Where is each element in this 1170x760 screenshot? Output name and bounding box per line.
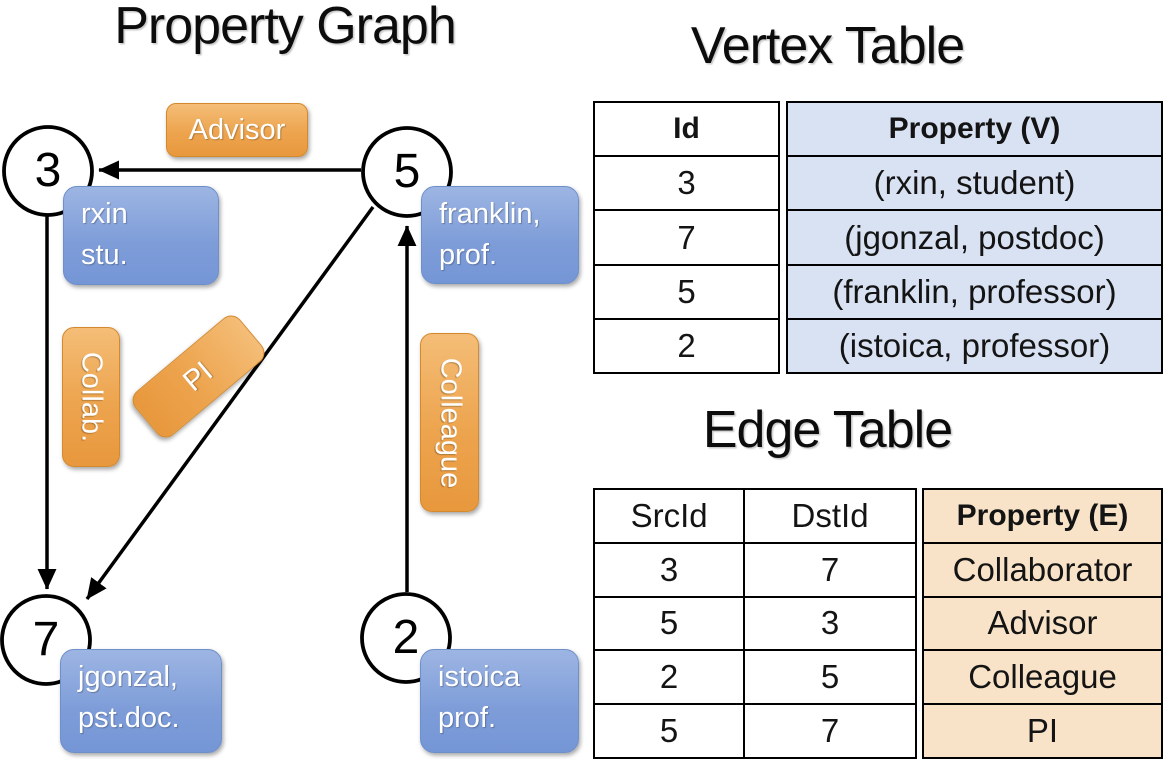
edge-table-cell-property: PI [924, 703, 1161, 757]
edge-table-cell-dstid: 3 [743, 597, 915, 650]
vertex-label-line: jgonzal, [78, 661, 178, 693]
edge-table-cell-property: Colleague [924, 649, 1161, 703]
vertex-label-jgonzal: jgonzal, pst.doc. [60, 649, 222, 753]
edge-label-colleague: Colleague [420, 333, 479, 512]
edge-label-advisor: Advisor [166, 103, 308, 157]
vertex-label-line: franklin, [439, 198, 541, 230]
vertex-label-line: rxin [81, 198, 128, 230]
vertex-table-header-property: Property (V) [888, 112, 1061, 146]
vertex-label-rxin: rxin stu. [63, 186, 219, 285]
edge-table-header-srcid: SrcId [630, 496, 708, 534]
edge-table-cell-srcid: 3 [659, 550, 679, 588]
edge-table-cell-property: Collaborator [924, 541, 1161, 596]
edge-table-header-dstid: DstId [743, 490, 915, 542]
vertex-label-line: prof. [438, 701, 497, 734]
edge-table-cell-srcid: 5 [659, 712, 679, 750]
vertex-id-2: 2 [392, 611, 420, 664]
edge-label-text: Advisor [188, 113, 286, 146]
edge-table-property-column: Property (E) Collaborator Advisor Collea… [922, 488, 1163, 759]
edge-table-cell-dstid: 5 [743, 651, 915, 704]
vertex-table-cell-property: (franklin, professor) [788, 263, 1161, 318]
edge-table-ids-columns: SrcId DstId 3 7 5 3 2 5 5 7 [593, 488, 917, 759]
edge-table-cell-property: Advisor [924, 595, 1161, 650]
property-graph-title: Property Graph [114, 0, 457, 55]
vertex-label-istoica: istoica prof. [420, 649, 579, 753]
edge-table-cell-dstid: 7 [743, 705, 915, 757]
vertex-table-cell-id: 2 [595, 317, 778, 372]
vertex-table-header-id: Id [673, 112, 700, 146]
edge-table-header-property: Property (E) [956, 498, 1129, 532]
vertex-table-id-column: Id 3 7 5 2 [593, 101, 780, 374]
vertex-table-cell-property: (jgonzal, postdoc) [788, 209, 1161, 263]
edge-label-text: Collab. [75, 351, 108, 443]
edge-pi-arrow [85, 205, 375, 601]
vertex-table-cell-id: 7 [595, 209, 778, 263]
vertex-table-property-column: Property (V) (rxin, student) (jgonzal, p… [786, 101, 1163, 374]
vertex-table-cell-property: (rxin, student) [788, 155, 1161, 209]
vertex-label-line: pst.doc. [78, 701, 180, 734]
vertex-id-5: 5 [393, 145, 421, 198]
vertex-table-cell-id: 5 [595, 263, 778, 318]
vertex-label-franklin: franklin, prof. [421, 186, 579, 284]
edge-table-title: Edge Table [702, 401, 953, 459]
vertex-label-line: prof. [439, 238, 498, 271]
vertex-table-title: Vertex Table [690, 17, 965, 75]
edge-table-cell-srcid: 2 [659, 658, 679, 696]
vertex-table-cell-property: (istoica, professor) [788, 317, 1161, 372]
edge-table-cell-dstid: 7 [743, 543, 915, 596]
edge-label-text: PI [177, 355, 219, 398]
vertex-label-line: istoica [438, 661, 521, 693]
vertex-id-3: 3 [34, 144, 62, 197]
edge-label-collab: Collab. [62, 327, 120, 467]
vertex-table-cell-id: 3 [595, 155, 778, 209]
edge-table-cell-srcid: 5 [659, 604, 679, 642]
edge-label-text: Colleague [434, 357, 466, 488]
vertex-label-line: stu. [81, 238, 128, 271]
vertex-id-7: 7 [32, 613, 60, 666]
